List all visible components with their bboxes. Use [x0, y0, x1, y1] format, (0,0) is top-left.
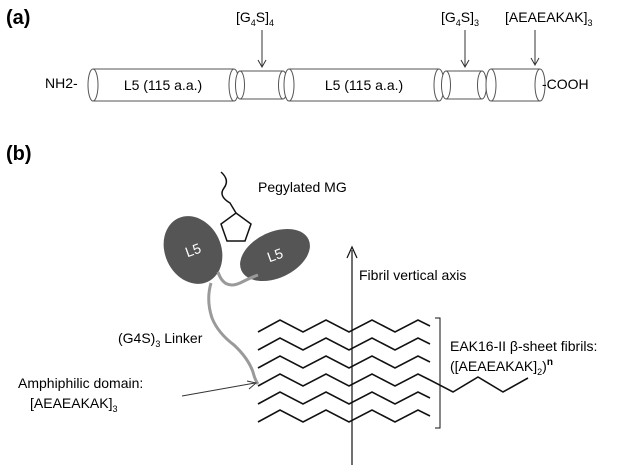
l5-domain-left-label: L5	[183, 240, 203, 260]
n-terminus-label: NH2-	[45, 75, 78, 91]
amphiphilic-label-line2: [AEAEAKAK]3	[30, 395, 118, 414]
c-terminus-label: -COOH	[542, 76, 589, 92]
l5-domain-right-label: L5	[265, 245, 285, 265]
linker-label-eak: [AEAEAKAK]3	[505, 9, 593, 28]
segment-l5-first: L5 (115 a.a.)	[87, 68, 240, 102]
fibril-bracket	[435, 317, 441, 429]
segment-eak	[485, 68, 546, 102]
segment-linker-g4s4	[235, 70, 288, 100]
extended-strand	[429, 376, 529, 393]
panel-b-label: (b)	[6, 143, 32, 165]
arrow-g4s3	[460, 30, 470, 69]
segment-l5-second-label: L5 (115 a.a.)	[325, 77, 403, 93]
segment-l5-second: L5 (115 a.a.)	[283, 68, 445, 102]
arrow-eak	[530, 30, 540, 67]
beta-sheet-strands	[257, 319, 431, 423]
linker-label-g4s4: [G4S]4	[236, 9, 274, 28]
fibril-vertical-axis	[346, 245, 358, 465]
fibrils-label-line1: EAK16-II β-sheet fibrils:	[450, 338, 597, 354]
segment-linker-g4s3	[441, 70, 487, 100]
arrow-amphiphilic	[181, 380, 258, 397]
fibrils-label-line2: ([AEAEAKAK]2)n	[450, 357, 553, 377]
linker-label-b: (G4S)3 Linker	[118, 330, 203, 349]
segment-l5-first-label: L5 (115 a.a.)	[124, 77, 202, 93]
domain-connector-wire	[216, 271, 259, 287]
l5-domain-left: L5	[163, 216, 223, 284]
l5-domain-right: L5	[240, 228, 310, 282]
panel-a-label: (a)	[6, 7, 30, 29]
linker-label-g4s3: [G4S]3	[441, 9, 479, 28]
fibril-axis-label: Fibril vertical axis	[359, 267, 466, 283]
amphiphilic-label-line1: Amphiphilic domain:	[18, 375, 143, 391]
arrow-g4s4	[257, 30, 267, 69]
pegylated-mg-label: Pegylated MG	[258, 179, 347, 195]
pegylated-mg-molecule	[220, 171, 252, 242]
g4s3-linker-wire	[207, 282, 260, 385]
